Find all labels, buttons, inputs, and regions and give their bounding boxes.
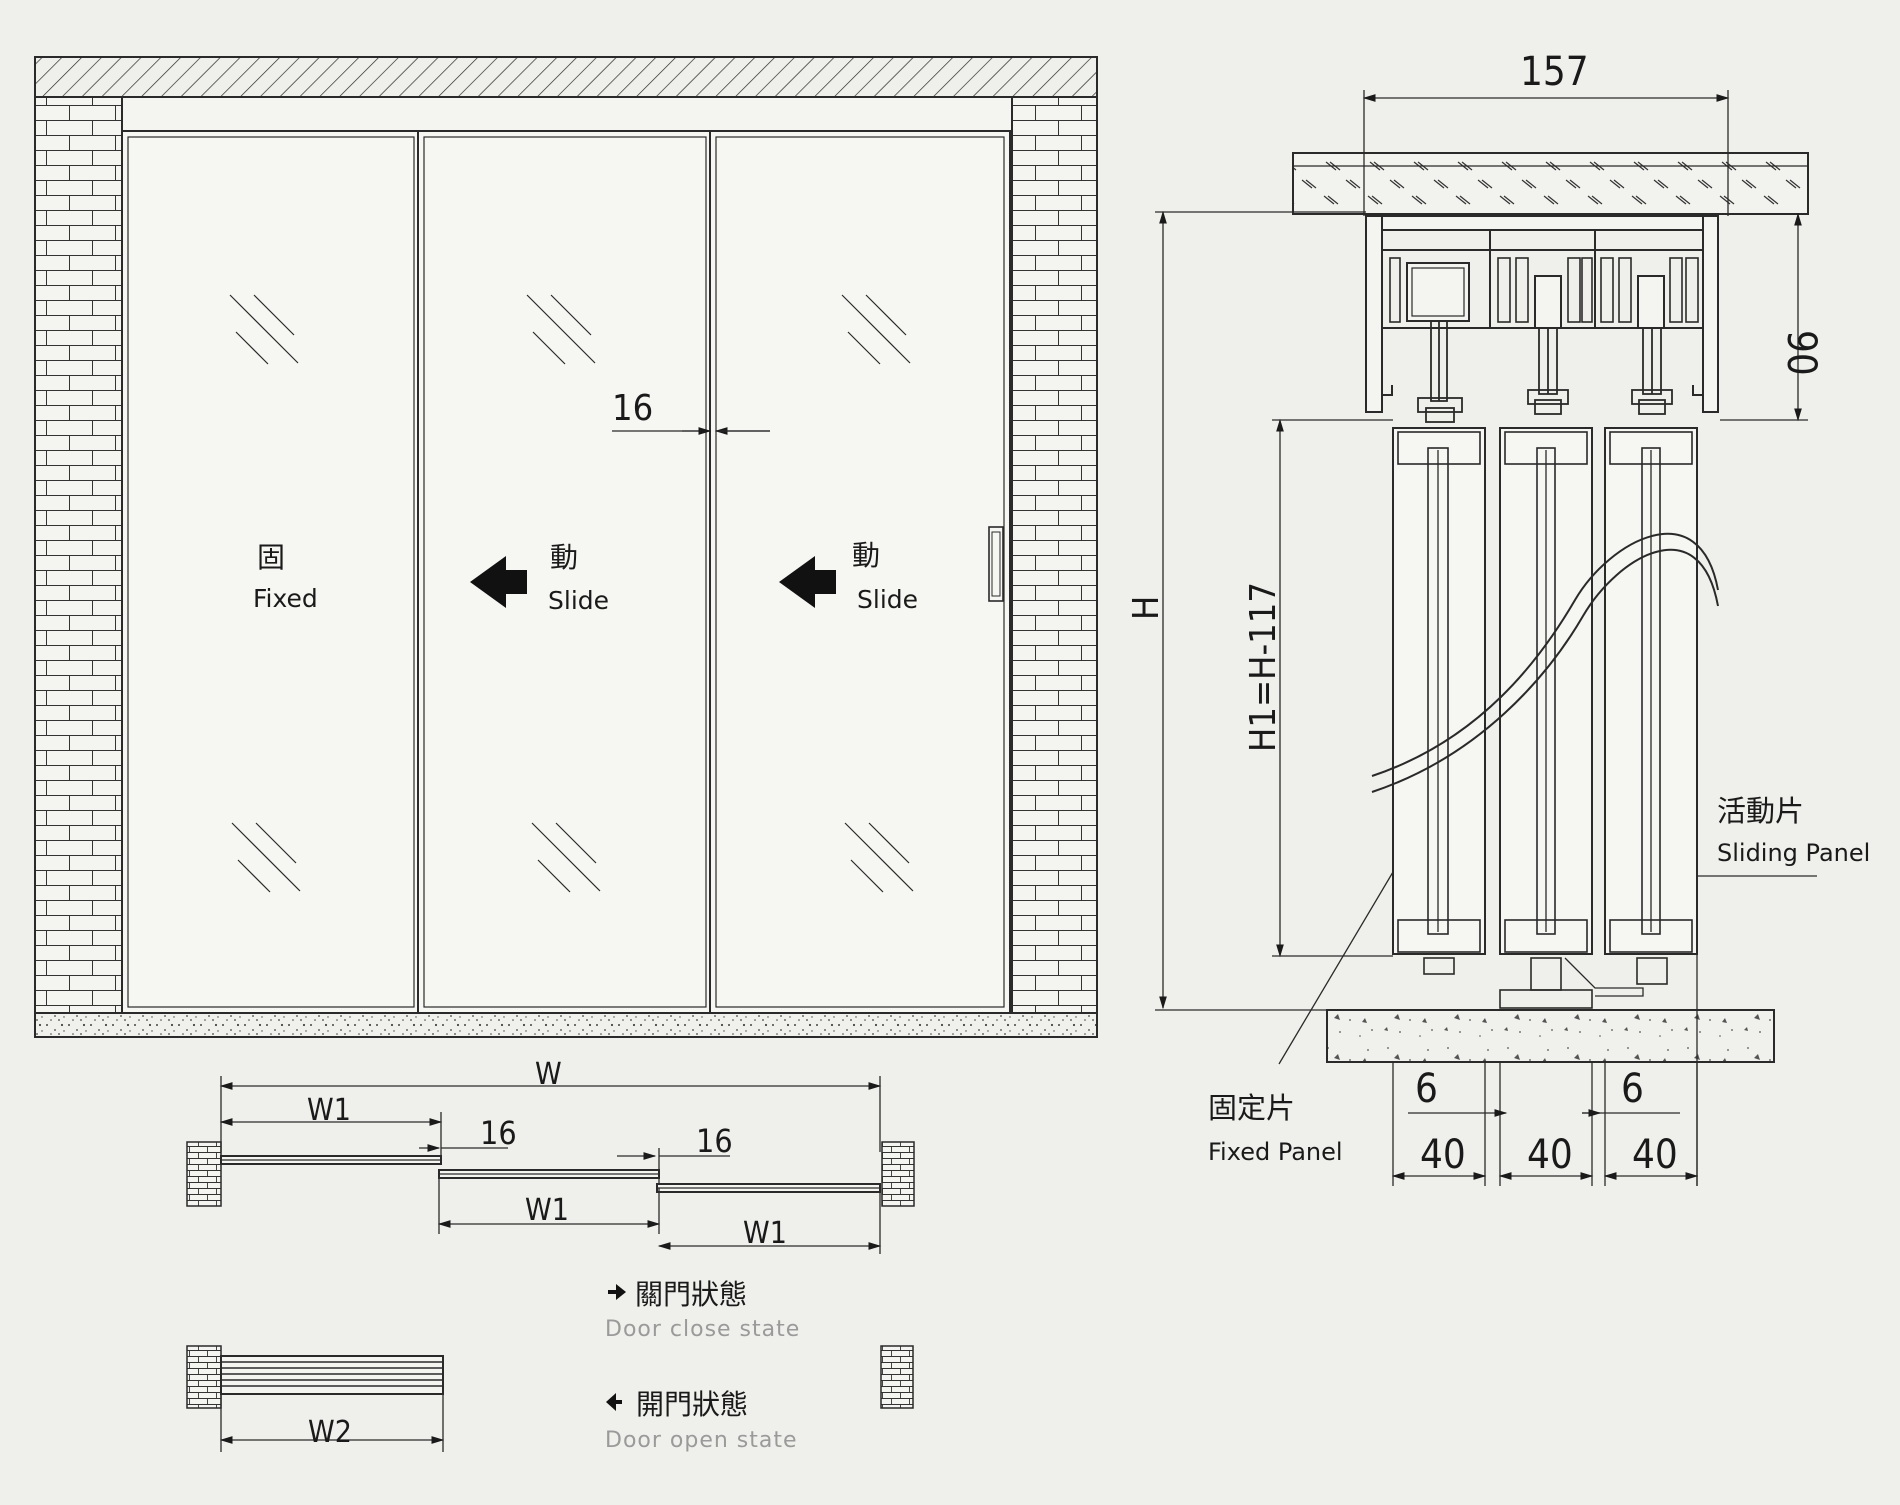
offset-label-1: 6 [1415,1066,1438,1112]
panel-section-fixed [1392,427,1486,975]
header-track [1365,215,1719,413]
panel-width-label-2: W1 [525,1193,569,1228]
depth-label-3: 40 [1632,1132,1678,1178]
depth-label-1: 40 [1420,1132,1466,1178]
slide-left-arrow-icon [779,556,836,608]
fixed-panel-zh: 固定片 [1208,1091,1295,1125]
floor-slab-section [1326,1009,1775,1063]
hanger-rods [1417,320,1673,423]
sliding-panel-zh: 活動片 [1717,794,1804,828]
legend-open-zh: 開門狀態 [636,1388,748,1421]
header-height-label: 90 [1778,330,1824,376]
right-brick-wall [1011,96,1098,1014]
gap-dimension-label: 16 [612,388,653,429]
top-width-label: 157 [1520,49,1589,95]
panel-3-en: Slide [857,585,918,614]
open-stack-width-label: W2 [308,1415,352,1450]
panel-2-zh: 動 [550,541,578,574]
door-panel-fixed [121,130,421,1014]
overlap-label-2: 16 [696,1122,733,1160]
panel-2-en: Slide [548,586,609,615]
panel-section-slide-2 [1564,427,1698,997]
panel-1-en: Fixed [253,584,318,613]
legend: 關門狀態 Door close state 開門狀態 Door open sta… [605,1278,800,1453]
glass-reflections [229,294,914,893]
sliding-panel-en: Sliding Panel [1717,839,1870,867]
slide-left-arrow-icon [470,556,527,608]
break-line [1371,532,1719,777]
panel-section-slide-1 [1499,427,1593,1009]
front-elevation: 16 固 Fixed 動 Slide 動 Slide [34,56,1098,1038]
panel-3-zh: 動 [852,539,880,572]
ceiling-slab [1292,152,1809,215]
overlap-label-1: 16 [480,1114,517,1152]
plan-view-closed: W W1 16 16 W1 W1 [186,1057,915,1254]
panel-1-zh: 固 [257,541,285,574]
panel-height-label: H1=H-117 [1243,582,1284,752]
lintel [34,56,1098,98]
plan-view-open: W2 [186,1345,914,1452]
legend-close-en: Door close state [605,1317,800,1342]
close-state-arrow-icon [608,1284,626,1300]
offset-label-2: 6 [1621,1066,1644,1112]
depth-label-2: 40 [1527,1132,1573,1178]
floor-slab [34,1012,1098,1038]
panel-width-label-1: W1 [307,1093,351,1128]
legend-open-en: Door open state [605,1428,798,1453]
panel-width-label-3: W1 [743,1216,787,1251]
legend-close-zh: 關門狀態 [635,1278,747,1311]
section-detail: 157 90 H H1=H-117 40 40 40 [1126,49,1870,1186]
door-panel-slide-2 [709,130,1011,1014]
open-state-arrow-icon [606,1393,622,1411]
door-panel-slide-1 [417,130,713,1014]
overall-width-label: W [535,1057,562,1092]
fixed-panel-en: Fixed Panel [1208,1138,1343,1166]
left-brick-wall [34,96,123,1014]
door-handle [988,526,1004,602]
overall-height-label: H [1126,596,1167,620]
